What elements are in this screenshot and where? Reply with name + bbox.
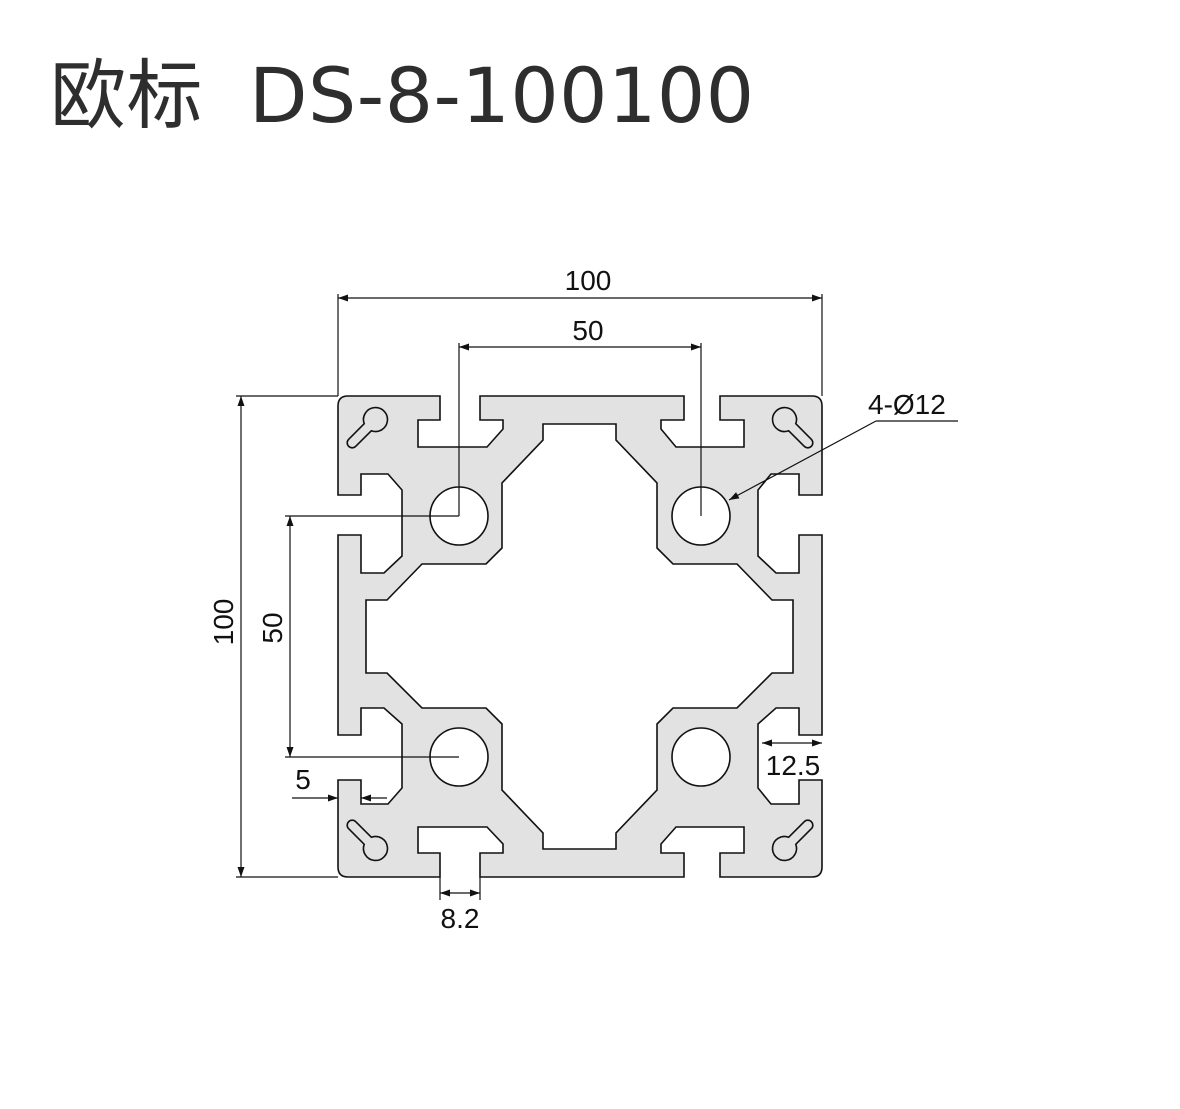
dim-slot-width: 8.2 <box>441 903 480 934</box>
corner-keyhole-bottom-left <box>346 819 389 862</box>
dim-hole-spacing-horizontal: 50 <box>572 315 603 346</box>
dim-overall-width: 100 <box>565 265 612 296</box>
model-number: DS-8-100100 <box>249 51 755 140</box>
dim-hole-callout: 4-Ø12 <box>868 389 946 420</box>
dim-hole-spacing-vertical: 50 <box>257 612 288 643</box>
profile-cross-section <box>337 395 823 878</box>
dim-wall-thickness: 5 <box>295 764 311 795</box>
dim-slot-depth: 12.5 <box>766 750 821 781</box>
dimension-lines <box>236 294 958 900</box>
standard-label: 欧标 <box>50 51 203 140</box>
mounting-hole-bottom-right <box>671 727 731 787</box>
corner-keyhole-top-left <box>346 406 389 449</box>
corner-keyhole-bottom-right <box>771 819 814 862</box>
corner-keyhole-top-right <box>771 406 814 449</box>
dim-overall-height: 100 <box>208 599 239 646</box>
profile-outline <box>337 395 823 878</box>
